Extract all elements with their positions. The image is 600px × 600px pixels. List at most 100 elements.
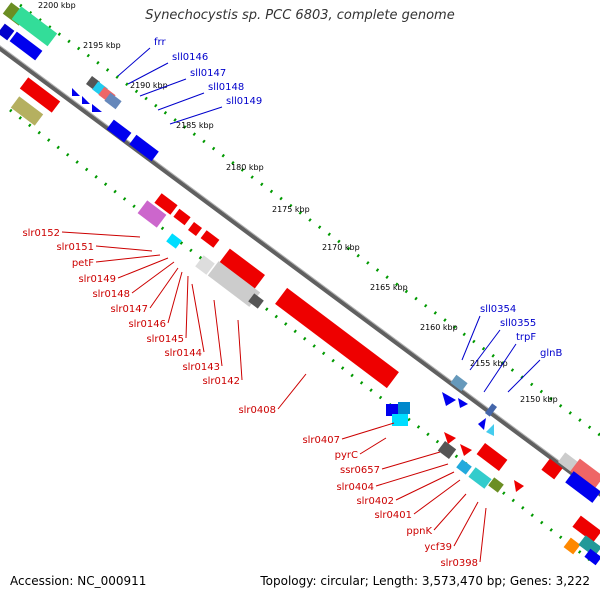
gene-label[interactable]: slr0143 [182, 362, 220, 373]
tick-label: 2160 kbp [420, 323, 458, 332]
gene-label[interactable]: glnB [540, 348, 562, 359]
gene-label[interactable]: sll0355 [500, 318, 536, 329]
leader-line [127, 62, 169, 85]
gene-label[interactable]: pyrC [335, 450, 358, 461]
gene-block [195, 255, 215, 275]
gene-block [154, 193, 178, 215]
gene-label[interactable]: petF [72, 258, 94, 269]
leader-line [95, 245, 153, 252]
leader-line [413, 479, 461, 515]
gene-arrow [460, 444, 472, 456]
gene-arrow [442, 392, 456, 406]
leader-line [139, 78, 187, 97]
leader-line [61, 231, 141, 238]
gene-arrow [486, 424, 494, 436]
leader-line [191, 283, 205, 353]
leader-line [237, 319, 243, 381]
gene-arrow [458, 398, 468, 408]
tick-label: 2190 kbp [130, 81, 168, 90]
gene-block [10, 96, 44, 126]
backbone-highlight [0, 45, 600, 492]
gene-block [563, 537, 581, 555]
leader-line [433, 493, 467, 531]
leader-line [117, 257, 169, 279]
gene-label[interactable]: slr0398 [440, 558, 478, 569]
gene-block [104, 92, 122, 110]
gene-block [207, 261, 261, 307]
leader-line [167, 271, 183, 324]
gene-label[interactable]: sll0148 [208, 82, 244, 93]
tick-label: 2200 kbp [38, 1, 76, 10]
leader-line [169, 106, 223, 125]
gene-block [129, 134, 159, 162]
leader-line [185, 275, 189, 339]
gene-label[interactable]: sll0146 [172, 52, 208, 63]
gene-arrow [92, 104, 102, 112]
gene-label[interactable]: slr0152 [22, 228, 60, 239]
gene-block [572, 515, 600, 543]
tick-label: 2155 kbp [470, 359, 508, 368]
gene-block [484, 403, 498, 417]
gene-label[interactable]: slr0145 [146, 334, 184, 345]
leader-line [117, 47, 151, 77]
leader-line [507, 359, 541, 393]
gene-block [558, 452, 578, 472]
gene-arrow [478, 418, 486, 430]
gene-block [468, 467, 492, 489]
leader-line [95, 254, 161, 263]
leader-line [479, 507, 487, 563]
gene-block [392, 414, 408, 426]
gene-label[interactable]: ppnK [406, 526, 432, 537]
gene-labels: frr sll0146 sll0147 sll0148 sll0149 sll0354 sl… [22, 37, 562, 569]
gene-block [11, 6, 58, 47]
gene-label[interactable]: slr0408 [238, 405, 276, 416]
gene-label[interactable]: slr0142 [202, 376, 240, 387]
gene-label[interactable]: frr [154, 37, 166, 48]
gene-label[interactable]: sll0149 [226, 96, 262, 107]
gene-label[interactable]: slr0146 [128, 319, 166, 330]
gene-label[interactable]: ssr0657 [340, 465, 380, 476]
label-leader-lines [61, 47, 541, 563]
gene-label[interactable]: sll0147 [190, 68, 226, 79]
gene-label[interactable]: slr0149 [78, 274, 116, 285]
gene-block [450, 374, 468, 392]
gene-label[interactable]: slr0404 [336, 482, 374, 493]
gene-block [187, 221, 203, 237]
gene-block [137, 200, 167, 228]
leader-line [469, 329, 501, 371]
gene-label[interactable]: ycf39 [424, 542, 452, 553]
gene-block [584, 548, 600, 566]
gene-block [398, 402, 410, 414]
gene-arrow [72, 88, 80, 96]
gene-block [219, 248, 265, 290]
topology-summary: Topology: circular; Length: 3,573,470 bp… [260, 574, 590, 588]
tick-label: 2195 kbp [83, 41, 121, 50]
gene-arrow [444, 432, 456, 444]
gene-block [0, 23, 15, 41]
gene-block [476, 442, 508, 472]
leader-line [157, 92, 205, 111]
gene-label[interactable]: slr0402 [356, 496, 394, 507]
gene-label[interactable]: slr0407 [302, 435, 340, 446]
gene-label[interactable]: slr0401 [374, 510, 412, 521]
tick-track-lower [9, 108, 591, 562]
gene-label[interactable]: slr0147 [110, 304, 148, 315]
gene-block [437, 440, 457, 460]
tick-label: 2180 kbp [226, 163, 264, 172]
gene-label[interactable]: slr0151 [56, 242, 94, 253]
gene-block [565, 471, 600, 503]
gene-arrow [514, 480, 524, 492]
gene-block [200, 230, 220, 248]
gene-label[interactable]: slr0148 [92, 289, 130, 300]
map-title: Synechocystis sp. PCC 6803, complete gen… [145, 8, 455, 23]
tick-track-upper [19, 3, 600, 437]
tick-label: 2165 kbp [370, 283, 408, 292]
gene-label[interactable]: trpF [516, 332, 536, 343]
gene-label[interactable]: slr0144 [164, 348, 202, 359]
gene-label[interactable]: sll0354 [480, 304, 516, 315]
tick-label: 2150 kbp [520, 395, 558, 404]
gene-block [578, 535, 600, 557]
gene-block [570, 458, 600, 490]
gene-block [9, 31, 43, 61]
